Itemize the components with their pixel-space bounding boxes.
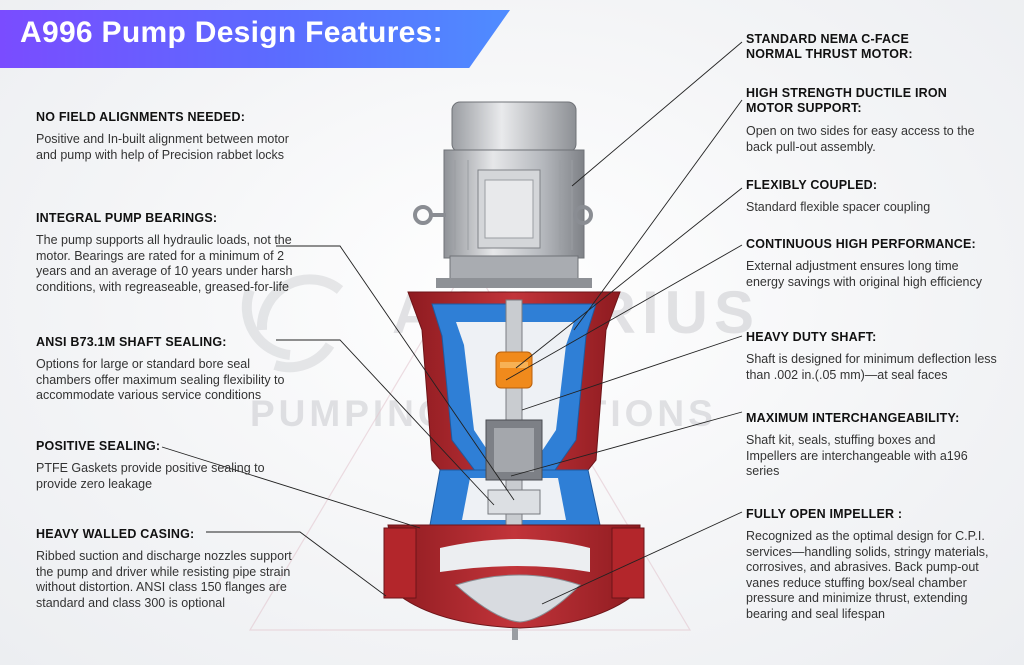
feature-text: Options for large or standard bore seal … <box>36 357 285 402</box>
feature-text: External adjustment ensures long time en… <box>746 259 983 289</box>
page-title: A996 Pump Design Features: <box>20 16 443 49</box>
lifting-eye-right-icon <box>573 205 593 225</box>
watermark-swirl-icon <box>241 274 344 373</box>
feature-heading: POSITIVE SEALING: <box>36 439 161 453</box>
title-banner <box>0 10 510 68</box>
feature-heading: HEAVY DUTY SHAFT: <box>746 330 877 344</box>
feature-no-field-alignments: NO FIELD ALIGNMENTS NEEDED: Positive and… <box>36 110 296 163</box>
feature-heading: ANSI B73.1M SHAFT SEALING: <box>36 335 227 349</box>
shaft-assembly <box>485 299 543 551</box>
feature-motor-support: HIGH STRENGTH DUCTILE IRON MOTOR SUPPORT… <box>746 86 986 155</box>
feature-heading: MAXIMUM INTERCHANGEABILITY: <box>746 411 960 425</box>
feature-flexibly-coupled: FLEXIBLY COUPLED: Standard flexible spac… <box>746 178 986 216</box>
feature-text: Ribbed suction and discharge nozzles sup… <box>36 549 292 610</box>
feature-heading: FLEXIBLY COUPLED: <box>746 178 878 192</box>
feature-heavy-walled-casing: HEAVY WALLED CASING: Ribbed suction and … <box>36 527 306 611</box>
feature-integral-pump-bearings: INTEGRAL PUMP BEARINGS: The pump support… <box>36 211 308 295</box>
feature-heading: HIGH STRENGTH DUCTILE IRON MOTOR SUPPORT… <box>746 86 948 115</box>
feature-nema-motor: STANDARD NEMA C-FACE NORMAL THRUST MOTOR… <box>746 32 966 70</box>
feature-text: PTFE Gaskets provide positive sealing to… <box>36 461 265 491</box>
feature-text: Positive and In-built alignment between … <box>36 132 289 162</box>
feature-text: Recognized as the optimal design for C.P… <box>746 529 989 621</box>
pump-casing <box>383 524 645 640</box>
feature-continuous-performance: CONTINUOUS HIGH PERFORMANCE: External ad… <box>746 237 996 290</box>
feature-text: Shaft is designed for minimum deflection… <box>746 352 997 382</box>
feature-heading: NO FIELD ALIGNMENTS NEEDED: <box>36 110 246 124</box>
feature-text: Shaft kit, seals, stuffing boxes and Imp… <box>746 433 968 478</box>
feature-heading: STANDARD NEMA C-FACE NORMAL THRUST MOTOR… <box>746 32 913 61</box>
feature-text: The pump supports all hydraulic loads, n… <box>36 233 293 294</box>
feature-heading: HEAVY WALLED CASING: <box>36 527 195 541</box>
feature-text: Standard flexible spacer coupling <box>746 200 931 214</box>
feature-heading: INTEGRAL PUMP BEARINGS: <box>36 211 218 225</box>
feature-positive-sealing: POSITIVE SEALING: PTFE Gaskets provide p… <box>36 439 268 492</box>
feature-heading: CONTINUOUS HIGH PERFORMANCE: <box>746 237 976 251</box>
feature-text: Open on two sides for easy access to the… <box>746 124 975 154</box>
feature-shaft-sealing: ANSI B73.1M SHAFT SEALING: Options for l… <box>36 335 306 404</box>
motor <box>413 101 593 288</box>
feature-heavy-duty-shaft: HEAVY DUTY SHAFT: Shaft is designed for … <box>746 330 1006 383</box>
leader-lines <box>161 41 743 605</box>
lifting-eye-left-icon <box>413 205 433 225</box>
feature-interchangeability: MAXIMUM INTERCHANGEABILITY: Shaft kit, s… <box>746 411 986 480</box>
feature-heading: FULLY OPEN IMPELLER : <box>746 507 903 521</box>
feature-open-impeller: FULLY OPEN IMPELLER : Recognized as the … <box>746 507 996 622</box>
